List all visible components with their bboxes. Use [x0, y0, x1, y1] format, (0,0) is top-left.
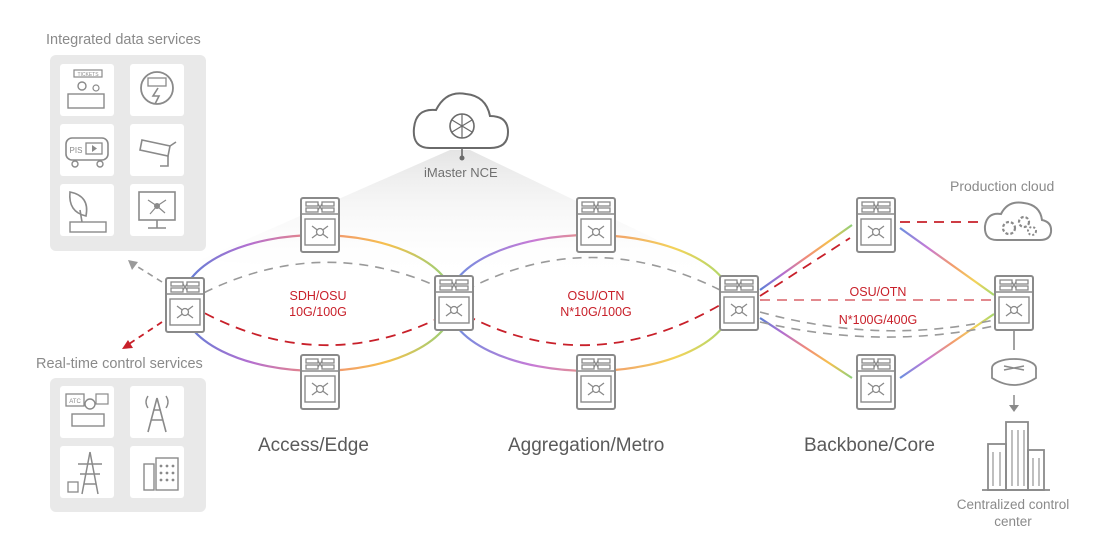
device-access-left [165, 277, 205, 333]
backbone-red-dash-a [759, 237, 851, 297]
nce-label: iMaster NCE [424, 165, 498, 180]
production-cloud-label: Production cloud [950, 178, 1055, 194]
backbone-link-line1: OSU/OTN [849, 285, 907, 299]
tile-atc: ATC [60, 386, 114, 438]
router-icon [991, 331, 1037, 412]
aggregation-link-line2: N*10G/100G [560, 305, 632, 319]
device-access-bottom [300, 354, 340, 410]
backbone-grey-dash [759, 311, 995, 332]
tile-monitor [130, 184, 184, 236]
backbone-link-line2: N*100G/400G [838, 313, 918, 327]
device-aggregation-top [576, 197, 616, 253]
access-link-line1: SDH/OSU [289, 289, 347, 303]
tile-tower [130, 386, 184, 438]
access-link-label: SDH/OSU 10G/100G [270, 288, 366, 320]
device-access-top [300, 197, 340, 253]
integrated-data-title: Integrated data services [46, 32, 201, 48]
aggregation-link-label: OSU/OTN N*10G/100G [544, 288, 648, 320]
device-aggregation-bottom [576, 354, 616, 410]
access-red-dash [189, 304, 446, 347]
centralized-control-label: Centralized control center [943, 496, 1083, 530]
zone-access: Access/Edge [258, 435, 369, 456]
nce-cloud-icon [412, 92, 510, 161]
aggregation-red-dash [465, 304, 721, 347]
tile-pylon [60, 446, 114, 498]
centralized-control-line2: center [994, 514, 1032, 529]
tile-phone [130, 446, 184, 498]
access-link-line2: 10G/100G [289, 305, 347, 319]
to-integrated-arrow [128, 260, 138, 270]
tile-pis-text: PIS [70, 146, 83, 155]
backbone-link-top-right [899, 227, 995, 296]
access-grey-dash [189, 261, 446, 301]
tile-meter [130, 64, 184, 116]
to-realtime-arrow [122, 340, 133, 349]
zone-backbone: Backbone/Core [804, 435, 935, 456]
device-access-agg-junction [434, 275, 474, 331]
centralized-control-line1: Centralized control [956, 497, 1070, 512]
aggregation-link-line1: OSU/OTN [567, 289, 625, 303]
building-icon [982, 421, 1050, 491]
tile-satellite [60, 184, 114, 236]
realtime-control-title: Real-time control services [36, 356, 203, 372]
backbone-link-bottom [759, 317, 853, 379]
backbone-link-bottom-right [899, 313, 995, 379]
tile-pis: PIS [60, 124, 114, 176]
tile-tickets-text: TICKETS [77, 72, 99, 78]
backbone-link-top [759, 224, 853, 291]
aggregation-grey-dash [465, 256, 721, 291]
device-agg-backbone-junction [719, 275, 759, 331]
device-backbone-top [856, 197, 896, 253]
production-cloud-icon [983, 201, 1053, 241]
tile-atc-text: ATC [69, 399, 81, 405]
device-backbone-right [994, 275, 1034, 331]
zone-aggregation: Aggregation/Metro [508, 435, 665, 456]
device-backbone-bottom [856, 354, 896, 410]
tile-tickets: TICKETS [60, 64, 114, 116]
backbone-grey-dash-2 [759, 321, 995, 338]
to-realtime-dash [125, 321, 163, 347]
tile-camera [130, 124, 184, 176]
